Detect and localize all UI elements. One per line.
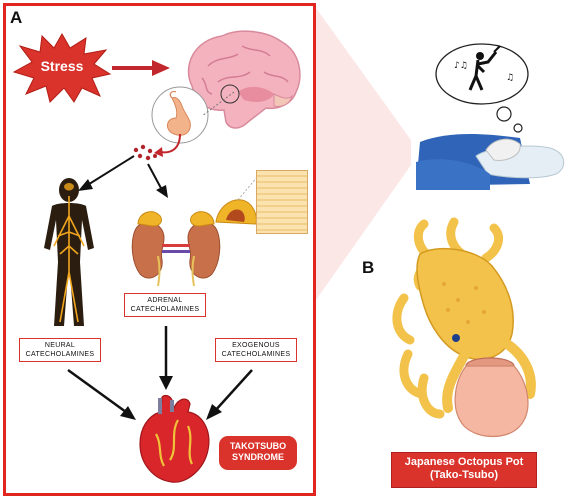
exogenous-label-line1: EXOGENOUS (232, 342, 280, 349)
adrenal-label-line1: ADRENAL (147, 297, 183, 304)
octopus-pot-illustration (392, 217, 536, 437)
pot-caption-line2: (Tako-Tsubo) (429, 469, 499, 481)
zoom-connector (201, 91, 235, 117)
adrenal-tissue-histology (256, 170, 308, 234)
stress-to-brain-arrow (112, 60, 170, 76)
sleeping-dream-illustration: ♪♫ ♫ (416, 43, 565, 190)
kidneys-adrenal-icon (131, 211, 221, 286)
adrenal-label-line2: CATECHOLAMINES (130, 306, 200, 313)
heart-icon (139, 394, 210, 483)
exogenous-label-line2: CATECHOLAMINES (221, 351, 291, 358)
adrenal-catecholamines-label: ADRENAL CATECHOLAMINES (124, 293, 206, 317)
stress-label: Stress (40, 58, 84, 74)
exogenous-to-heart-arrow (206, 369, 253, 420)
stress-burst-icon (12, 32, 112, 103)
panel-a-frame (3, 3, 316, 496)
pituitary-to-dots-arrow (154, 133, 181, 157)
neural-to-heart-arrow (67, 368, 136, 420)
brain-icon (187, 30, 301, 129)
svg-text:♪♫: ♪♫ (454, 61, 468, 71)
hormone-dots-icon (133, 144, 157, 161)
panel-b-letter: B (362, 258, 375, 277)
takotsubo-line2: SYNDROME (231, 452, 284, 462)
exogenous-catecholamines-label: EXOGENOUS CATECHOLAMINES (215, 338, 297, 362)
dots-to-neural-arrow (78, 155, 135, 191)
panel-a-letter: A (10, 8, 23, 27)
pot-caption-line1: Japanese Octopus Pot (404, 456, 524, 468)
adrenal-to-heart-arrow (159, 326, 173, 390)
cross-section-connector (237, 175, 259, 201)
neural-label-line2: CATECHOLAMINES (25, 351, 95, 358)
pituitary-zoom-icon (151, 86, 209, 144)
zoom-wedge (316, 8, 411, 300)
takotsubo-syndrome-badge: TAKOTSUBO SYNDROME (219, 436, 297, 470)
nervous-system-body-icon (44, 178, 94, 326)
neural-label-line1: NEURAL (44, 342, 76, 349)
neural-catecholamines-label: NEURAL CATECHOLAMINES (19, 338, 101, 362)
takotsubo-line1: TAKOTSUBO (229, 441, 287, 451)
svg-text:♫: ♫ (506, 73, 514, 83)
dots-to-adrenal-arrow (147, 163, 168, 198)
octopus-pot-caption: Japanese Octopus Pot (Tako-Tsubo) (391, 452, 537, 488)
